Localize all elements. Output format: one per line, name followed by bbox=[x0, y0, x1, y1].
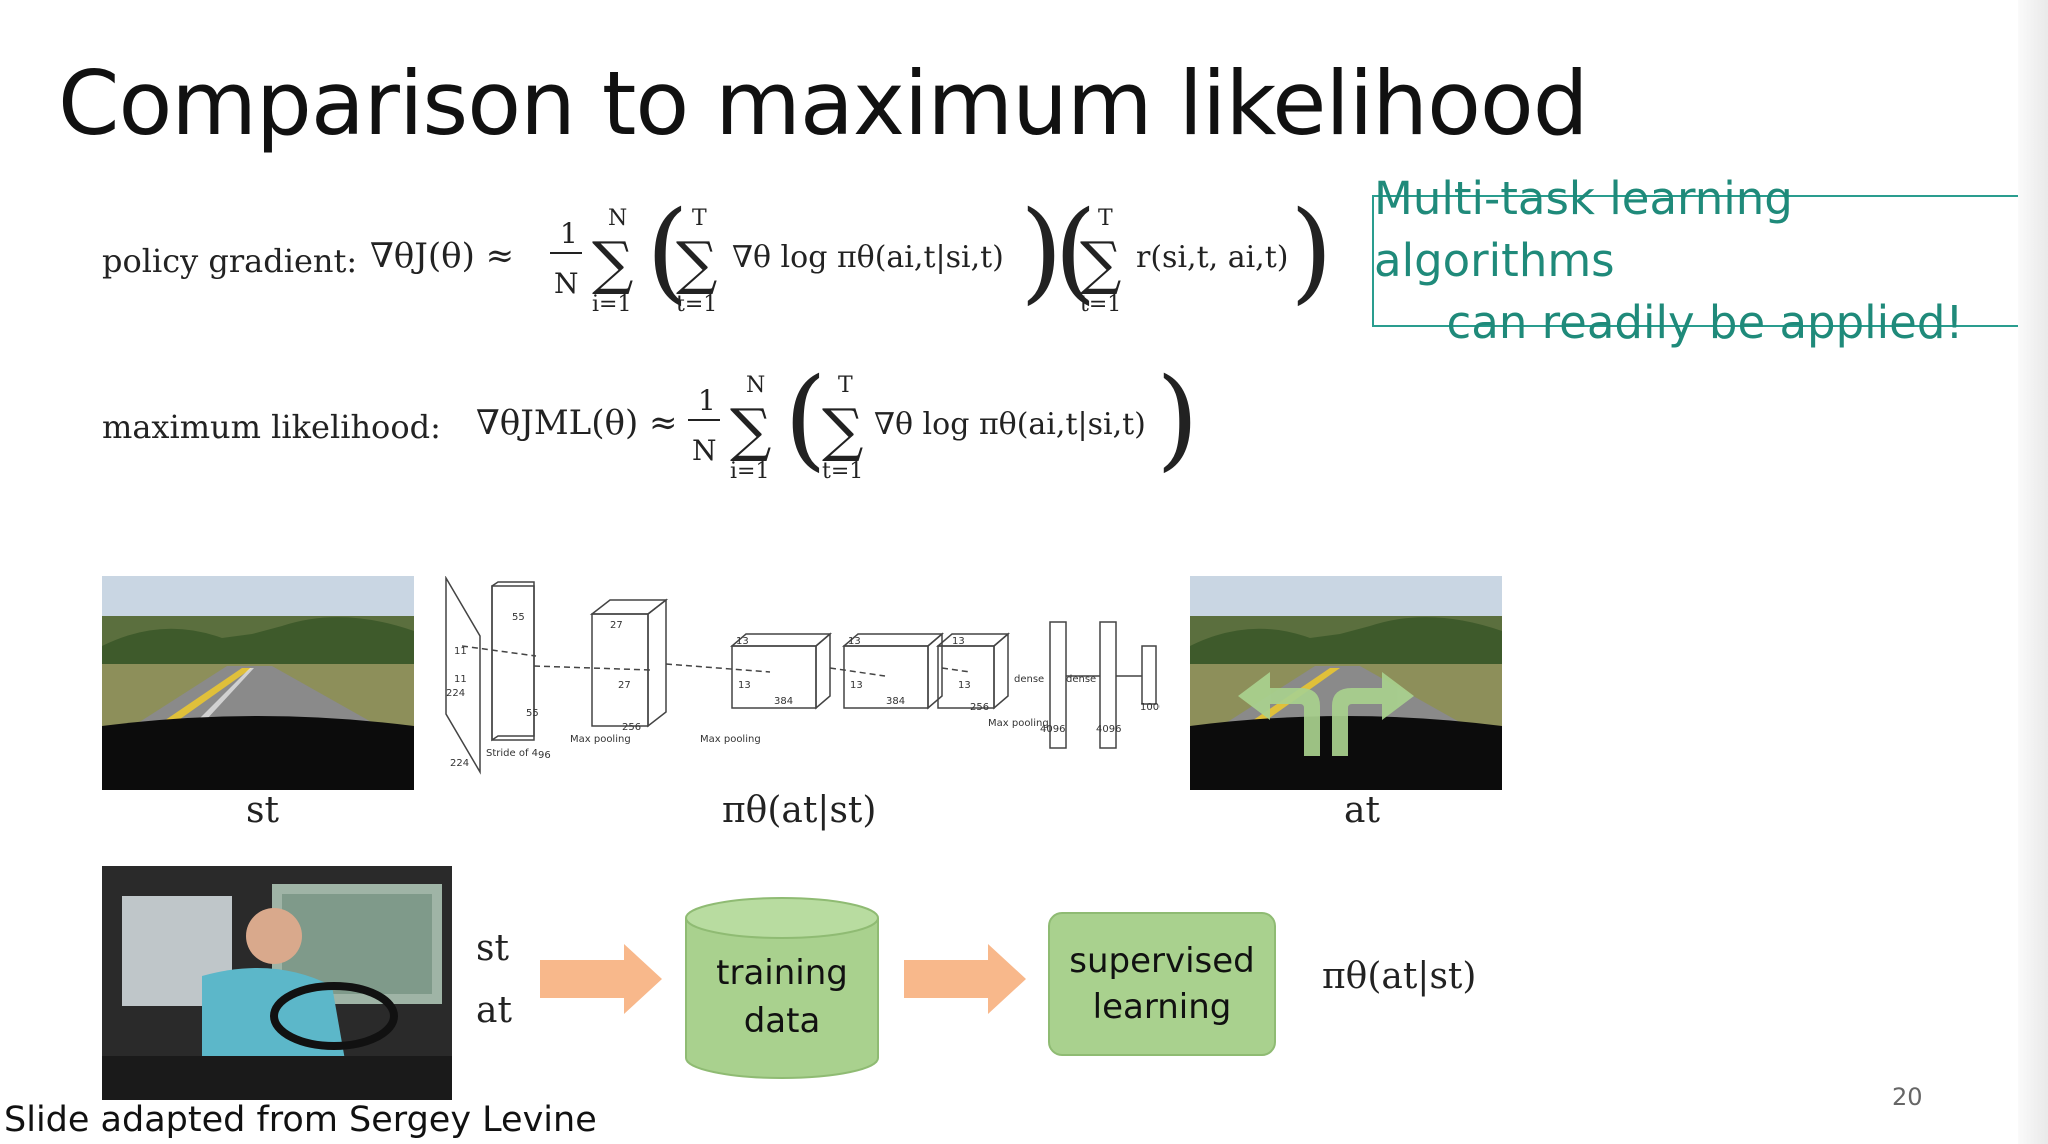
ml-frac-den: N bbox=[692, 434, 717, 467]
pg-frac-num: 1 bbox=[560, 217, 578, 250]
page-number: 20 bbox=[1892, 1083, 1923, 1111]
svg-text:∑: ∑ bbox=[1080, 229, 1121, 297]
ml-label: maximum likelihood: bbox=[102, 408, 441, 446]
driver-photo bbox=[102, 866, 452, 1100]
window-edge-strip bbox=[2018, 0, 2048, 1144]
svg-text:∑: ∑ bbox=[822, 396, 863, 464]
svg-text:∑: ∑ bbox=[592, 229, 633, 297]
pipeline-state: st bbox=[476, 928, 509, 969]
cnn-dense2: dense bbox=[1066, 674, 1096, 685]
cnn-c2-a: 27 bbox=[610, 620, 623, 631]
cnn-stride: Stride of 4 bbox=[486, 748, 538, 759]
road-image-state bbox=[102, 576, 414, 790]
slide-title: Comparison to maximum likelihood bbox=[58, 52, 1589, 155]
svg-text:(: ( bbox=[646, 195, 689, 315]
ml-grad-log: ∇θ log πθ(ai,t|si,t) bbox=[874, 407, 1146, 442]
cnn-c5-a: 13 bbox=[952, 636, 965, 647]
cnn-c4-a: 13 bbox=[848, 636, 861, 647]
cnn-c3-a: 13 bbox=[736, 636, 749, 647]
cnn-pool2: Max pooling bbox=[700, 734, 761, 745]
cnn-d2: 4096 bbox=[1096, 724, 1121, 735]
arrow-to-training-data bbox=[540, 944, 662, 1014]
pg-reward: r(si,t, ai,t) bbox=[1136, 240, 1288, 275]
svg-text:∑: ∑ bbox=[730, 396, 771, 464]
ml-sum2-bottom: t=1 bbox=[822, 459, 863, 484]
cnn-input-dim4: 224 bbox=[450, 758, 469, 769]
svg-text:): ) bbox=[1290, 195, 1330, 315]
cnn-c5-b: 13 bbox=[958, 680, 971, 691]
ml-lhs: ∇θJML(θ) ≈ bbox=[476, 403, 678, 443]
cnn-d1: 4096 bbox=[1040, 724, 1065, 735]
policy-label: πθ(at|st) bbox=[722, 790, 877, 831]
arrow-to-supervised-learning bbox=[904, 944, 1026, 1014]
callout-line-2: can readily be applied! bbox=[1446, 296, 1964, 349]
state-label: st bbox=[246, 790, 279, 831]
road-image-action bbox=[1190, 576, 1502, 790]
pipeline-policy: πθ(at|st) bbox=[1322, 956, 1477, 997]
cnn-c4-c: 384 bbox=[886, 696, 905, 707]
cnn-c2-c: 256 bbox=[622, 722, 641, 733]
cnn-c1-c: 96 bbox=[538, 750, 551, 761]
action-label: at bbox=[1344, 790, 1380, 831]
svg-text:∑: ∑ bbox=[676, 229, 717, 297]
pg-sum3-top: T bbox=[1098, 206, 1113, 231]
callout-line-1: Multi-task learning algorithms bbox=[1374, 172, 1793, 287]
cnn-input-dim2: 11 bbox=[454, 674, 467, 685]
pg-sum3-bottom: t=1 bbox=[1080, 292, 1121, 317]
pg-grad-log: ∇θ log πθ(ai,t|si,t) bbox=[732, 240, 1004, 275]
cnn-c3-c: 384 bbox=[774, 696, 793, 707]
ml-frac-num: 1 bbox=[698, 384, 716, 417]
policy-gradient-equation: ∇θJ(θ) ≈ 1 N N ∑ i=1 ( T ∑ t=1 ∇θ log πθ… bbox=[370, 195, 1330, 317]
cnn-dense1: dense bbox=[1014, 674, 1044, 685]
training-data-line2: data bbox=[744, 1001, 821, 1041]
cnn-c1-a: 55 bbox=[512, 612, 525, 623]
cnn-input-dim1: 11 bbox=[454, 646, 467, 657]
training-data-cylinder: training data bbox=[685, 897, 879, 1079]
slide-credit: Slide adapted from Sergey Levine bbox=[4, 1100, 597, 1140]
ml-sum2-top: T bbox=[838, 373, 853, 398]
pg-sum2-top: T bbox=[692, 206, 707, 231]
cnn-c1-b: 55 bbox=[526, 708, 539, 719]
cnn-c2-b: 27 bbox=[618, 680, 631, 691]
svg-text:(: ( bbox=[784, 362, 827, 482]
pg-sum-bottom: i=1 bbox=[592, 292, 631, 317]
cnn-c3-b: 13 bbox=[738, 680, 751, 691]
pg-sum2-bottom: t=1 bbox=[676, 292, 717, 317]
ml-sum-bottom: i=1 bbox=[730, 459, 769, 484]
pipeline-action: at bbox=[476, 990, 512, 1031]
cnn-pool1: Max pooling bbox=[570, 734, 631, 745]
supervised-line2: learning bbox=[1092, 987, 1232, 1027]
training-data-line1: training bbox=[716, 953, 848, 993]
supervised-learning-box: supervised learning bbox=[1048, 912, 1276, 1056]
turn-arrows-icon bbox=[1238, 672, 1414, 756]
svg-text:(: ( bbox=[1054, 195, 1097, 315]
cnn-pool3: Max pooling bbox=[988, 718, 1049, 729]
callout-box: Multi-task learning algorithms can readi… bbox=[1372, 172, 2038, 349]
svg-text:): ) bbox=[1020, 195, 1063, 315]
svg-text:): ) bbox=[1156, 362, 1196, 482]
pg-label: policy gradient: bbox=[102, 242, 358, 280]
cnn-architecture-diagram: 11 11 224 224 Stride of 4 55 55 96 27 27… bbox=[445, 576, 1160, 775]
max-likelihood-equation: ∇θJML(θ) ≈ 1 N N ∑ i=1 ( T ∑ t=1 ∇θ log … bbox=[476, 362, 1196, 484]
pg-lhs: ∇θJ(θ) ≈ bbox=[370, 236, 514, 276]
cnn-c5-c: 256 bbox=[970, 702, 989, 713]
pg-sum-top: N bbox=[608, 206, 627, 231]
cnn-c4-b: 13 bbox=[850, 680, 863, 691]
cnn-input-dim3: 224 bbox=[446, 688, 465, 699]
pg-frac-den: N bbox=[554, 267, 579, 300]
cnn-out: 1000 bbox=[1140, 702, 1160, 713]
ml-sum-top: N bbox=[746, 373, 765, 398]
supervised-line1: supervised bbox=[1069, 941, 1255, 981]
